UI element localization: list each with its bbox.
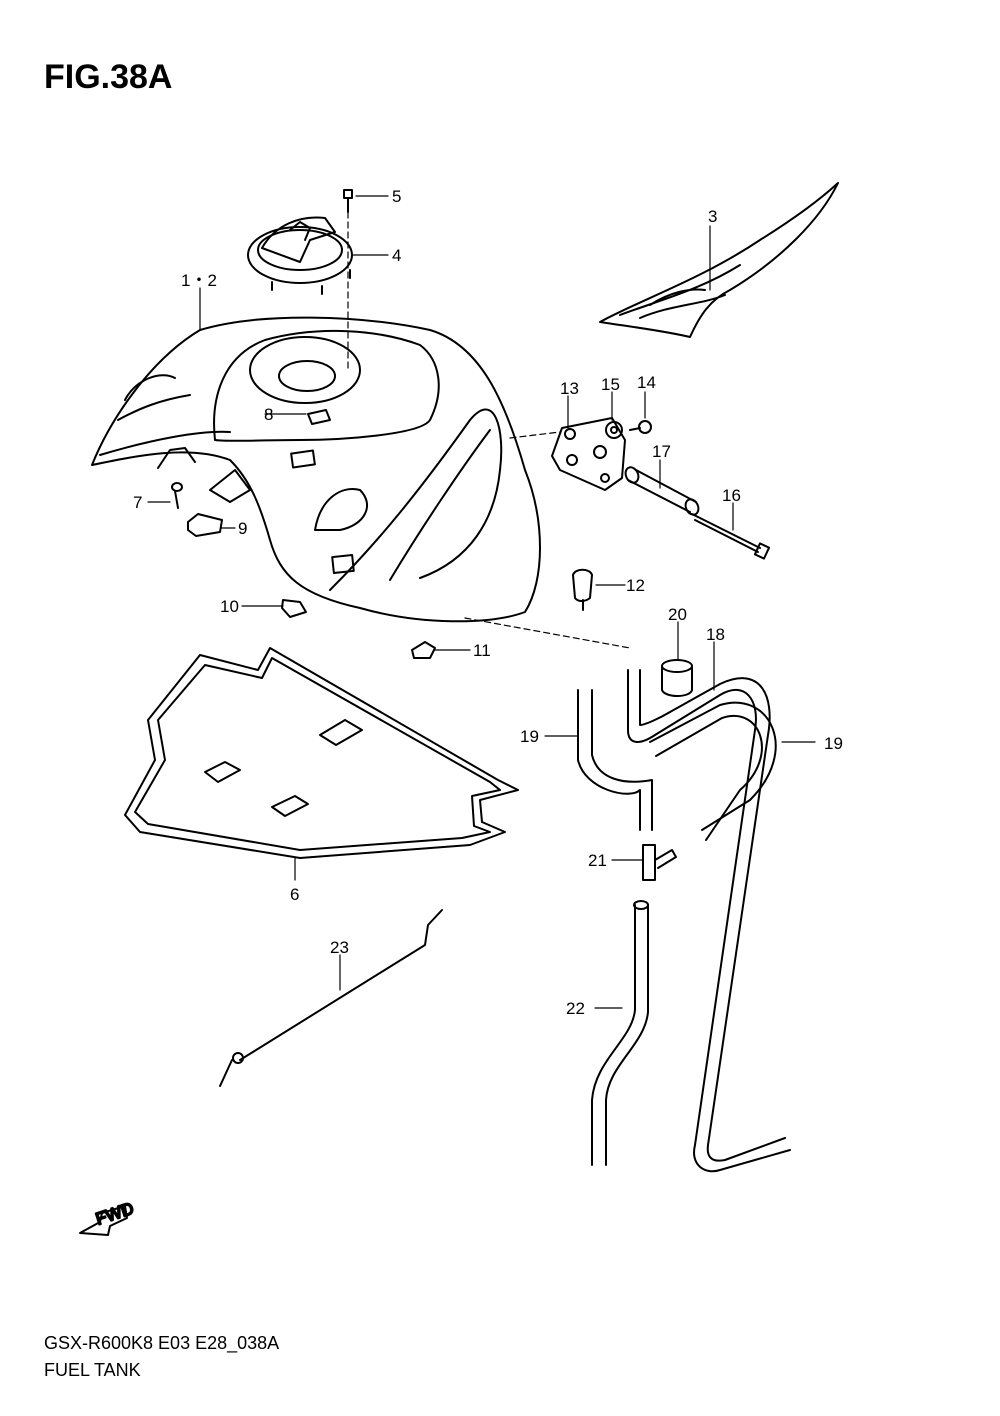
- tank-pad-part[interactable]: [599, 182, 839, 338]
- callout-17: 17: [652, 442, 671, 461]
- hose-19-left-part[interactable]: [577, 689, 653, 831]
- callout-16: 16: [722, 486, 741, 505]
- hose-22-part[interactable]: [591, 900, 649, 1166]
- bolt-16-part[interactable]: [691, 513, 771, 560]
- callout-3: 3: [708, 207, 717, 226]
- callout-19-left: 19: [520, 727, 539, 746]
- fwd-arrow-icon: FWD: [79, 1198, 137, 1236]
- section-name: FUEL TANK: [44, 1360, 141, 1380]
- callout-15: 15: [601, 375, 620, 394]
- bolt-5-part[interactable]: [343, 189, 353, 213]
- callout-8: 8: [264, 405, 273, 424]
- callout-12: 12: [626, 576, 645, 595]
- callout-7: 7: [133, 493, 142, 512]
- bracket-13-part[interactable]: [551, 417, 626, 491]
- callout-20: 20: [668, 605, 687, 624]
- fuel-cap-part[interactable]: [247, 216, 353, 295]
- callout-22: 22: [566, 999, 585, 1018]
- callout-9: 9: [238, 519, 247, 538]
- joint-21-part[interactable]: [642, 844, 677, 881]
- callout-labels: 1・2 3 4 5 6 7 8 9 10 11 12 13 14 15 16 1…: [133, 187, 843, 1018]
- callout-13: 13: [560, 379, 579, 398]
- pad-9-part[interactable]: [187, 513, 223, 537]
- callout-23: 23: [330, 938, 349, 957]
- seal-6-part[interactable]: [124, 647, 519, 859]
- callout-18: 18: [706, 625, 725, 644]
- callout-11: 11: [473, 641, 491, 660]
- bushing-20-part[interactable]: [661, 659, 693, 697]
- clip-10-part[interactable]: [281, 599, 307, 618]
- nut-15-part[interactable]: [605, 421, 623, 439]
- rod-23-part[interactable]: [219, 909, 443, 1087]
- callout-4: 4: [392, 246, 401, 265]
- badge-8-part[interactable]: [307, 409, 331, 425]
- figure-title: FIG.38A: [44, 58, 173, 96]
- fuel-tank-part[interactable]: [91, 316, 541, 623]
- callout-5: 5: [392, 187, 401, 206]
- model-code: GSX-R600K8 E03 E28_038A: [44, 1333, 280, 1353]
- spacer-17-part[interactable]: [623, 465, 701, 517]
- callout-10: 10: [220, 597, 239, 616]
- screw-14-part[interactable]: [629, 420, 652, 434]
- callout-21: 21: [588, 851, 607, 870]
- leader-lines: [147, 195, 816, 1009]
- hose-19-right-part[interactable]: [649, 701, 777, 841]
- callout-1-2: 1・2: [181, 271, 217, 290]
- screw-7-part[interactable]: [171, 482, 183, 509]
- callout-19-right: 19: [824, 734, 843, 753]
- clip-11-part[interactable]: [411, 641, 436, 659]
- cushion-12-part[interactable]: [572, 568, 593, 611]
- callout-14: 14: [637, 373, 656, 392]
- callout-6: 6: [290, 885, 299, 904]
- hose-18-part[interactable]: [627, 669, 791, 1173]
